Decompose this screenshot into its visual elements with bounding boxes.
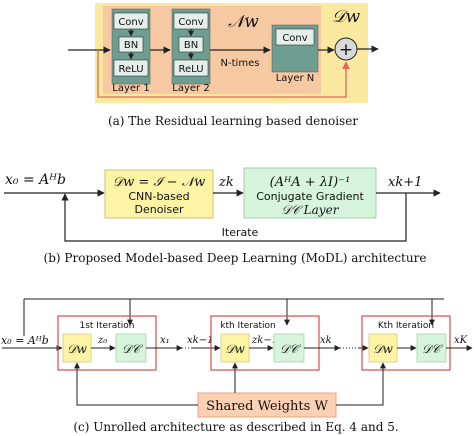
dc-layer-label: 𝒟𝒞 Layer	[282, 203, 340, 217]
iteration-1-block: 1st Iteration 𝒟w z₀ 𝒟𝒞	[57, 315, 157, 371]
dw-equation: 𝒟w = ℐ − 𝒩w	[113, 175, 206, 190]
dc-equation: (AᴴA + λI)⁻¹	[270, 175, 351, 190]
adder-plus: +	[339, 40, 353, 60]
dc-box	[115, 333, 147, 363]
caption-c: (c) Unrolled architecture as described i…	[73, 420, 398, 434]
conv-text: Conv	[282, 33, 307, 44]
dw-text: 𝒟w	[373, 342, 394, 356]
dc-text: 𝒟𝒞	[280, 342, 302, 356]
caption-b: (b) Proposed Model-based Deep Learning (…	[44, 251, 427, 265]
bn-text: BN	[124, 40, 138, 51]
iterate-loop	[61, 193, 407, 242]
shared-link-left	[74, 362, 198, 406]
nw-label: 𝒩w	[228, 12, 259, 32]
iteration-k-label: kth Iteration	[220, 321, 275, 331]
panel-a: 𝒩w 𝒟w Conv BN ReLU Layer 1 Conv BN ReL	[68, 3, 379, 128]
conv-text: Conv	[178, 17, 203, 28]
iteration-K-block: Kth Iteration 𝒟w 𝒟𝒞	[361, 315, 451, 371]
skip-connection	[97, 50, 350, 98]
relu-text: ReLU	[118, 64, 143, 75]
zkm1-label: zk−1	[251, 335, 278, 346]
dw-text: 𝒟w	[67, 342, 88, 356]
bn-text: BN	[184, 40, 198, 51]
conv-box	[275, 28, 315, 46]
dc-box	[273, 333, 305, 363]
dw-box	[62, 333, 92, 363]
iterate-label: Iterate	[222, 226, 259, 239]
panel-c: x₀ = Aᴴb 1st Iteration 𝒟w z₀ 𝒟𝒞 x₁ xk−1 …	[1, 298, 473, 434]
iteration-k-block: kth Iteration 𝒟w zk−1 𝒟𝒞	[210, 315, 320, 371]
layer-2-block: Conv BN ReLU Layer 2	[171, 8, 211, 94]
layer-n-block: Conv Layer N	[271, 24, 319, 84]
relu-box	[173, 59, 209, 77]
ntimes-label: N-times	[221, 58, 260, 69]
cnn-line2: Denoiser	[134, 203, 183, 216]
zk-label: zk	[218, 175, 234, 190]
layer-n-label: Layer N	[276, 73, 315, 84]
dc-text: 𝒟𝒞	[122, 342, 144, 356]
conv-text: Conv	[118, 17, 143, 28]
x1-label: x₁	[160, 335, 170, 346]
caption-a: (a) The Residual learning based denoiser	[108, 114, 358, 128]
dw-label: 𝒟w	[332, 7, 361, 27]
xk1-label: xk+1	[388, 175, 422, 190]
panel-b: x₀ = Aᴴb 𝒟w = ℐ − 𝒩w CNN-based Denoiser …	[4, 167, 441, 265]
cnn-denoiser-box	[104, 169, 214, 219]
cg-label: Conjugate Gradient	[256, 190, 364, 203]
dc-box	[416, 333, 447, 363]
dw-box	[220, 333, 250, 363]
x0-label: x₀ = Aᴴb	[1, 334, 49, 347]
relu-box	[113, 59, 149, 77]
dw-box	[368, 333, 398, 363]
layer-2-label: Layer 2	[172, 83, 209, 94]
dw-text: 𝒟w	[225, 342, 246, 356]
xK-label: xK	[454, 335, 468, 346]
shared-link-right	[336, 362, 386, 406]
xkm1-label: xk−1	[187, 335, 213, 346]
dc-layer-box	[243, 167, 377, 219]
x0-label: x₀ = Aᴴb	[5, 172, 66, 188]
layer-1-block: Conv BN ReLU Layer 1	[111, 8, 151, 94]
iteration-1-label: 1st Iteration	[80, 321, 135, 331]
shared-weights-label: Shared Weights W	[206, 399, 328, 414]
layer-1-label: Layer 1	[112, 83, 149, 94]
xk-label: xk	[320, 335, 332, 346]
iteration-K-label: Kth Iteration	[378, 321, 434, 331]
z0-label: z₀	[97, 335, 107, 346]
dc-text: 𝒟𝒞	[422, 342, 444, 356]
cnn-line1: CNN-based	[128, 190, 189, 203]
relu-text: ReLU	[178, 64, 203, 75]
